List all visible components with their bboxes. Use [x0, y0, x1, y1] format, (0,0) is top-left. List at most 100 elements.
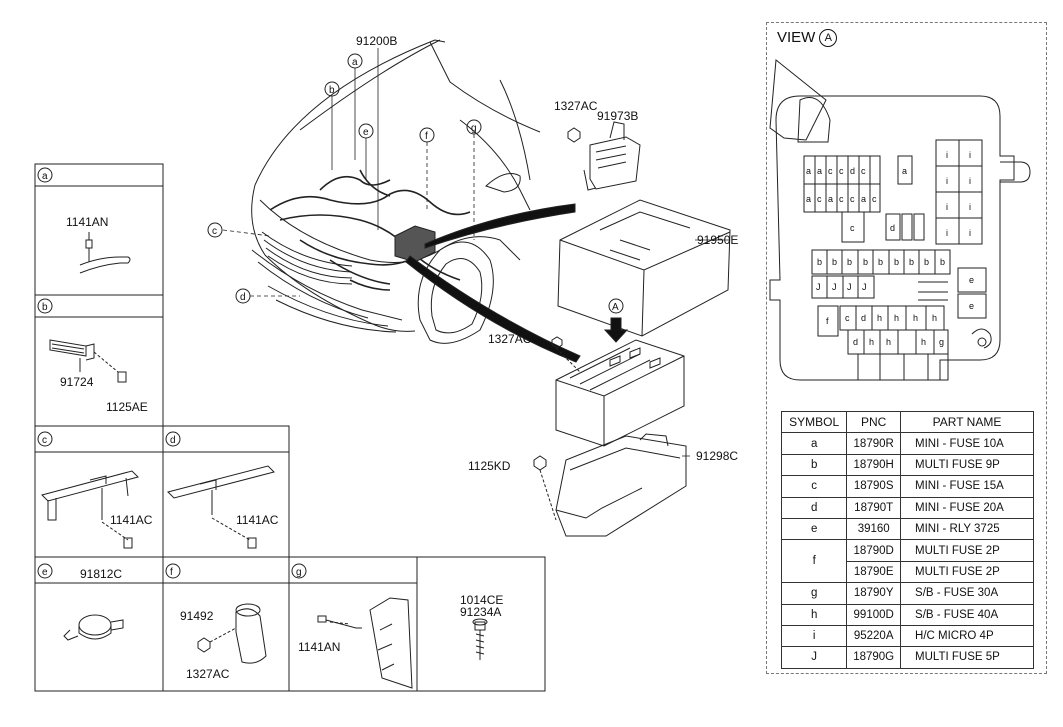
callout-b: b — [329, 85, 335, 96]
legend-symbol: a — [780, 432, 848, 455]
cell: i — [969, 176, 971, 186]
table-row: a 18790R MINI - FUSE 10A — [780, 432, 1034, 455]
cell: a — [902, 166, 907, 176]
view-title-text: VIEW — [777, 29, 816, 46]
legend-pnc: 18790G — [846, 646, 902, 669]
table-row: i 95220A H/C MICRO 4P — [780, 624, 1034, 648]
legend-part-name: MULTI FUSE 5P — [900, 646, 1034, 669]
cell: e — [969, 301, 974, 311]
legend-table: SYMBOL PNC PART NAME a 18790R MINI - FUS… — [780, 410, 1034, 669]
cell: i — [969, 202, 971, 212]
cell: a — [806, 166, 811, 176]
box-d-part: 1141AC — [236, 513, 279, 527]
lower-cover-91298c — [533, 433, 690, 537]
cell: i — [946, 228, 948, 238]
cell: b — [832, 257, 837, 267]
legend-part-name: MULTI FUSE 2P — [900, 560, 1034, 584]
table-row: g 18790Y S/B - FUSE 30A — [780, 582, 1034, 605]
cell: b — [863, 257, 868, 267]
cell: J — [862, 282, 867, 292]
legend-pnc: 18790R — [846, 432, 902, 455]
legend-part-name: MINI - RLY 3725 — [900, 517, 1034, 541]
cell: c — [828, 166, 833, 176]
cell: h — [894, 313, 899, 323]
cell: i — [969, 228, 971, 238]
bracket-91973b — [567, 121, 641, 191]
cell: c — [861, 166, 866, 176]
legend-symbol: J — [780, 646, 848, 669]
detail-box-a — [34, 163, 164, 296]
callout-f: f — [425, 131, 428, 142]
legend-pnc: 18790Y — [846, 582, 902, 605]
cell: c — [845, 313, 850, 323]
cell: a — [828, 194, 833, 204]
cell: c — [850, 223, 855, 233]
box-c-letter: c — [42, 435, 47, 446]
cell: a — [806, 194, 811, 204]
legend-part-name: S/B - FUSE 30A — [900, 582, 1034, 605]
box-f-part-1: 91492 — [180, 609, 214, 623]
box-f-letter: f — [170, 567, 173, 578]
callout-d: d — [240, 292, 246, 303]
legend-pnc: 18790T — [846, 496, 902, 519]
cell: h — [877, 313, 882, 323]
callout-a: a — [352, 57, 358, 68]
legend-pnc: 18790S — [846, 475, 902, 498]
legend-symbol: b — [780, 453, 848, 477]
cell: i — [946, 202, 948, 212]
box-h-part-1: 1014CE — [460, 593, 503, 607]
cell: i — [946, 176, 948, 186]
box-a-part: 1141AN — [66, 215, 108, 229]
label-harness: 91200B — [356, 34, 397, 48]
junction-box — [551, 336, 685, 447]
cell: i — [946, 150, 948, 160]
callout-labels: 91200B a b e f g c d 1327AC 91973B 91950… — [42, 34, 738, 681]
table-row: b 18790H MULTI FUSE 9P — [780, 453, 1034, 477]
legend-pnc: 18790D — [846, 539, 902, 562]
box-a-letter: a — [42, 171, 48, 182]
label-bracket: 91973B — [597, 109, 638, 123]
legend-part-name: S/B - FUSE 40A — [900, 603, 1034, 626]
cell: h — [913, 313, 918, 323]
legend-pnc: 18790E — [846, 560, 902, 584]
legend-part-name: MINI - FUSE 20A — [900, 496, 1034, 519]
box-c-part: 1141AC — [110, 513, 153, 527]
cell: b — [817, 257, 822, 267]
cell: a — [817, 166, 822, 176]
box-b-part-1: 91724 — [60, 375, 94, 389]
legend-symbol: c — [780, 475, 848, 498]
cell: h — [932, 313, 937, 323]
legend-part-name: MULTI FUSE 9P — [900, 453, 1034, 477]
callout-g: g — [471, 123, 477, 134]
box-g-letter: g — [296, 567, 302, 578]
callout-c: c — [212, 226, 217, 237]
table-row: c 18790S MINI - FUSE 15A — [780, 475, 1034, 498]
label-lower-cover: 91298C — [696, 449, 738, 463]
callout-e: e — [363, 127, 369, 138]
cell: b — [878, 257, 883, 267]
box-b-part-2: 1125AE — [106, 400, 148, 414]
view-a-cell-labels: a a c c d c a c a c c a c a c d i i i i … — [806, 150, 974, 347]
box-e-part: 91812C — [80, 567, 122, 581]
legend-pnc: 39160 — [846, 517, 902, 541]
cell: h — [869, 337, 874, 347]
legend-symbol: d — [780, 496, 848, 519]
cell: c — [839, 194, 844, 204]
table-row: h 99100D S/B - FUSE 40A — [780, 603, 1034, 626]
label-nut-top: 1327AC — [554, 99, 598, 113]
cell: f — [826, 316, 829, 326]
detail-box-d — [162, 425, 290, 558]
label-arrow-a: A — [612, 302, 619, 313]
legend-part-name: MULTI FUSE 2P — [900, 539, 1034, 562]
arrow-a — [603, 298, 629, 343]
legend-part-name: H/C MICRO 4P — [900, 624, 1034, 648]
legend-pnc: 95220A — [846, 624, 902, 648]
detail-box-g — [288, 556, 418, 692]
legend-part-name: MINI - FUSE 15A — [900, 475, 1034, 498]
cell: h — [921, 337, 926, 347]
view-marker: A — [819, 29, 838, 47]
cell: d — [850, 166, 855, 176]
vehicle-harness-drawing — [207, 39, 581, 363]
